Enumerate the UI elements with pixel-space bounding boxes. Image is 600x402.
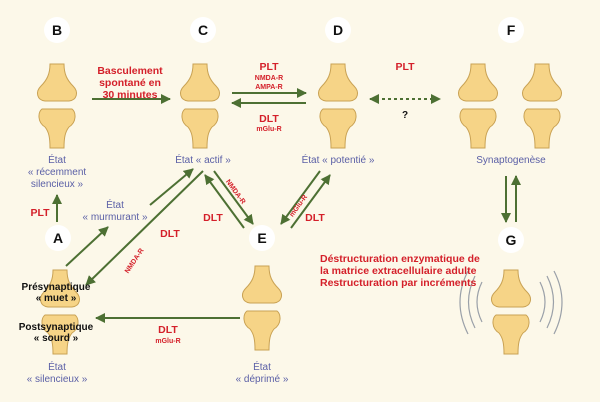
node-d: D [325,17,351,43]
arrows [52,88,521,323]
svg-text:Basculement: Basculement [97,65,163,77]
svg-text:C: C [198,22,208,38]
svg-text:Déstructuration enzymatique de: Déstructuration enzymatique de [320,253,480,265]
dlt-c-a-label: DLT [160,228,180,240]
svg-text:spontané en: spontané en [99,77,161,89]
arrow-d-to-e [280,170,321,225]
state-synaptogenese-label: Synaptogenèse [476,155,546,166]
node-g: G [498,227,524,253]
svg-text:Postsynaptique: Postsynaptique [19,322,94,333]
dlt-e-a-label: DLT [158,324,178,336]
svg-text:« récemment: « récemment [28,167,87,178]
mglu-r-d-c-label: mGlu-R [256,126,281,133]
dlt-c-e-label: DLT [203,212,223,224]
node-a: A [45,225,71,251]
svg-text:« murmurant »: « murmurant » [82,212,147,223]
svg-text:« sourd »: « sourd » [34,333,79,344]
plt-d-f-label: PLT [395,61,415,73]
state-murmurant-label: État « murmurant » [82,198,147,223]
arrow-e-to-d [290,174,331,229]
svg-text:30 minutes: 30 minutes [103,89,158,101]
synapse-c [180,63,220,149]
svg-text:« muet »: « muet » [36,293,77,304]
svg-text:État: État [253,360,271,373]
nmda-r-c-d-label: NMDA-R [255,75,283,82]
dlt-d-c-label: DLT [259,113,279,125]
svg-text:Présynaptique: Présynaptique [22,282,91,293]
state-potentie-label: État « potentié » [302,153,375,166]
dlt-d-e-label: DLT [305,212,325,224]
svg-text:la matrice extracellulaire adu: la matrice extracellulaire adulte [320,265,477,277]
state-a-label: État « silencieux » [27,360,88,385]
svg-text:E: E [257,230,266,246]
node-c: C [190,17,216,43]
presynaptique-label: Présynaptique « muet » [22,282,91,304]
plt-c-d-label: PLT [259,61,279,73]
svg-text:État: État [48,153,66,166]
svg-text:silencieux »: silencieux » [31,179,84,190]
svg-text:D: D [333,22,343,38]
ampa-r-c-d-label: AMPA-R [255,84,282,91]
svg-text:Restructuration par incréments: Restructuration par incréments [320,277,477,289]
node-b: B [44,17,70,43]
synapse-b [37,63,77,149]
arrow-a-to-murmurant [65,226,109,267]
state-e-label: État « déprimé » [236,360,289,385]
question-mark: ? [402,110,408,121]
svg-text:« silencieux »: « silencieux » [27,374,88,385]
synapse-g [491,269,531,355]
node-f: F [498,17,524,43]
g-description: Déstructuration enzymatique de la matric… [320,253,480,289]
arrow-c-to-a [85,170,204,286]
svg-text:B: B [52,22,62,38]
arrow-murmurant-to-c [149,168,194,206]
state-actif-label: État « actif » [175,153,231,166]
svg-text:F: F [507,22,516,38]
svg-text:A: A [53,230,63,246]
node-e: E [249,225,275,251]
nmda-r-c-a-label: NMDA-R [124,247,146,274]
synapse-d [318,63,358,149]
basculement-label: Basculement spontané en 30 minutes [97,65,163,101]
plt-a-b-label: PLT [30,207,50,219]
synapse-f1 [458,63,498,149]
synapse-e [242,265,282,351]
nmda-r-c-e-label: NMDA-R [224,179,246,206]
svg-text:« déprimé »: « déprimé » [236,374,289,385]
mglu-r-e-a-label: mGlu-R [155,338,180,345]
svg-text:G: G [506,232,517,248]
arrow-c-to-e [213,170,254,225]
arrow-e-to-c [204,174,245,229]
svg-text:État: État [106,198,124,211]
state-b-label: État « récemment silencieux » [28,153,87,190]
synapse-f2 [522,63,562,149]
svg-text:État: État [48,360,66,373]
postsynaptique-label: Postsynaptique « sourd » [19,322,94,344]
motion-waves [459,270,563,335]
